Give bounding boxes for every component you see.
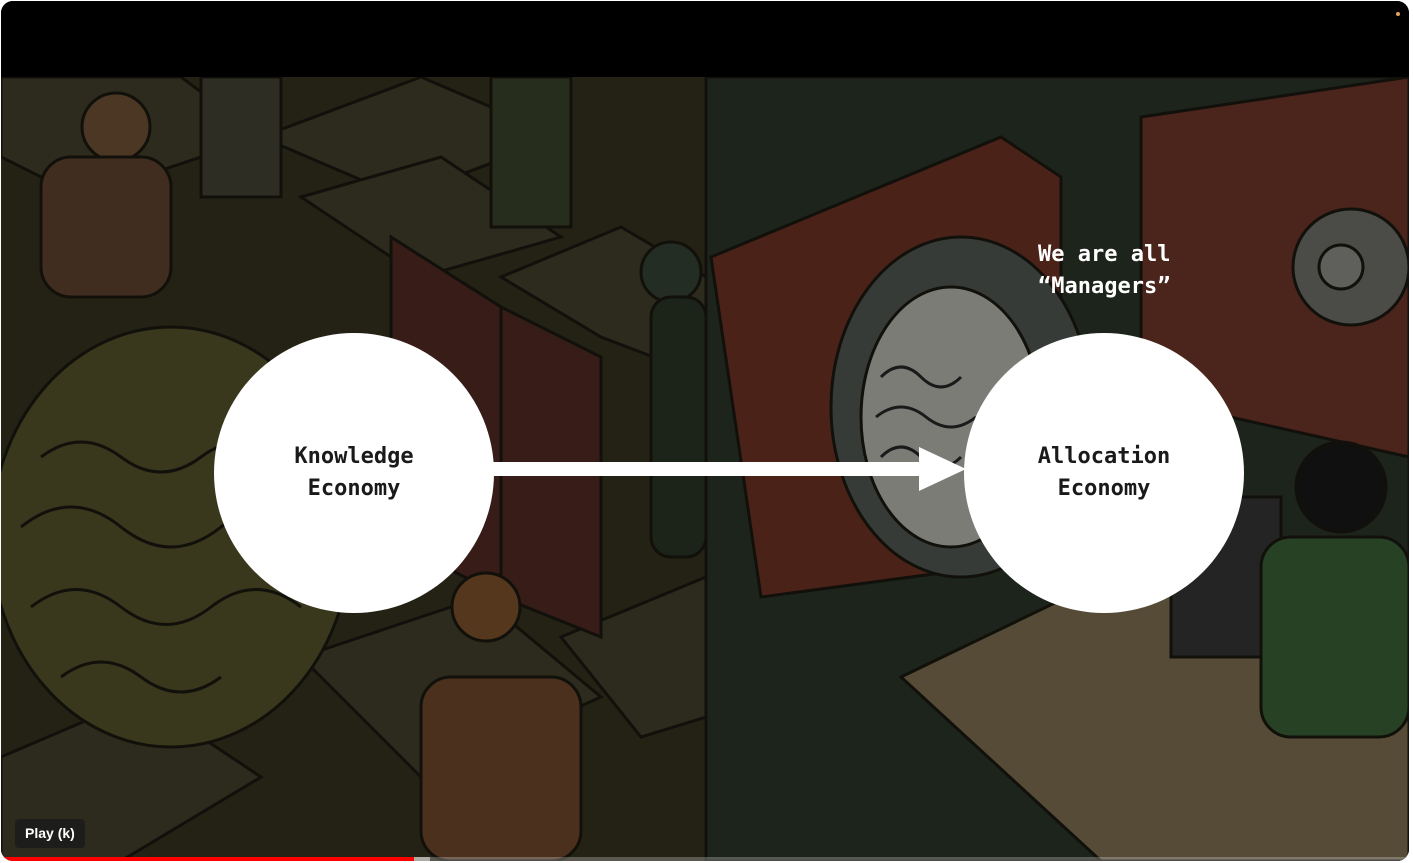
- status-dot: [1396, 12, 1400, 16]
- video-letterbox-top: [1, 1, 1409, 77]
- knowledge-economy-label: Knowledge Economy: [294, 444, 414, 501]
- progress-bar[interactable]: [1, 857, 1409, 861]
- progress-played: [1, 857, 414, 861]
- video-frame[interactable]: Knowledge Economy Allocation Economy We …: [1, 77, 1409, 861]
- play-tooltip: Play (k): [15, 819, 85, 848]
- managers-caption: We are all “Managers”: [1038, 242, 1171, 299]
- transition-arrow: [491, 447, 966, 491]
- allocation-economy-label: Allocation Economy: [1037, 444, 1171, 501]
- knowledge-economy-circle: Knowledge Economy: [214, 333, 494, 613]
- allocation-economy-circle: Allocation Economy: [964, 333, 1244, 613]
